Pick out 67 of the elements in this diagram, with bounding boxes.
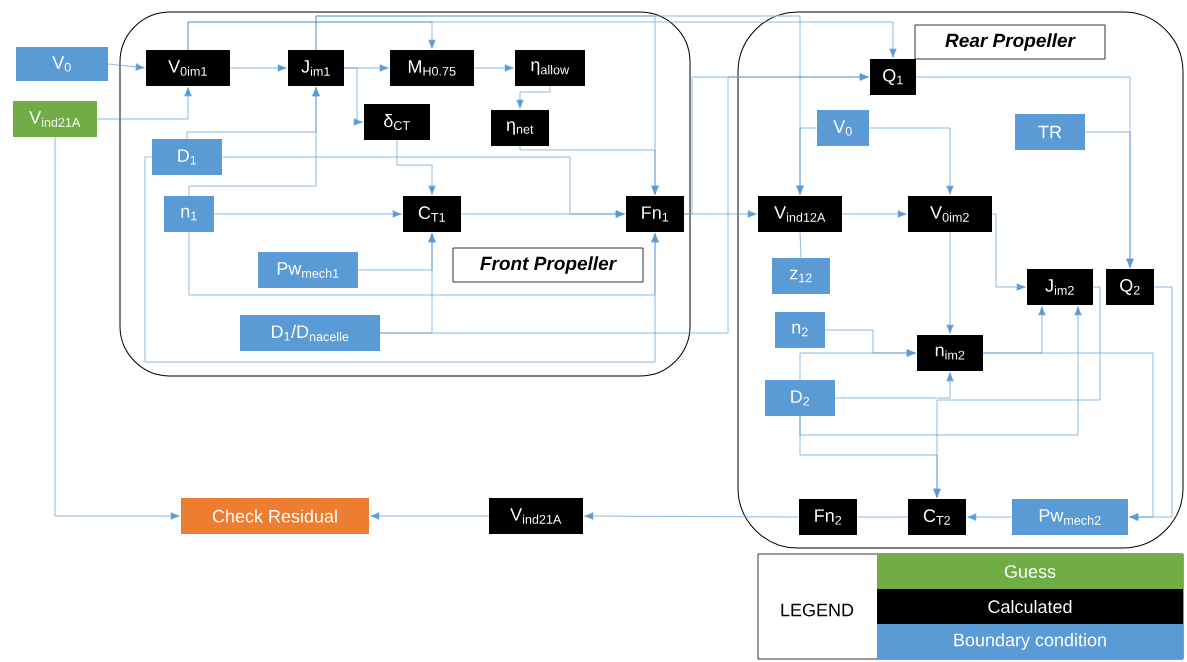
variable-box: Fn$_{1}$ [626, 196, 684, 232]
arrow [213, 210, 402, 218]
variable-box: η$_{net}$ [491, 110, 549, 146]
arrow [841, 210, 907, 218]
variable-box: V$_{0}$ [817, 110, 869, 146]
variable-box: M$_{H0.75}$ [390, 50, 474, 86]
arrow [516, 85, 551, 109]
arrow [187, 21, 897, 58]
variable-box: Q$_{2}$ [1106, 269, 1154, 305]
variable-box: Pw$_{mech2}$ [1012, 499, 1128, 535]
variable-box: Q$_{1}$ [870, 59, 916, 95]
variable-box: C$_{T2}$ [908, 499, 966, 535]
variable-box: V$_{0im2}$ [908, 196, 992, 232]
legend-label: Guess [1004, 565, 1056, 578]
variable-box: TR [1015, 114, 1085, 150]
arrow [1084, 131, 1134, 268]
legend-label: Boundary condition [954, 633, 1106, 650]
arrow [343, 67, 363, 126]
arrow [188, 87, 320, 197]
arrow [144, 156, 659, 363]
variable-box: δ$_{CT}$ [364, 104, 430, 140]
variable-box: n$_{im2}$ [917, 335, 983, 371]
variable-box: V$_{0im1}$ [146, 50, 230, 86]
arrow [799, 349, 916, 381]
arrow [683, 210, 757, 218]
arrow [96, 87, 192, 120]
variable-box: V$_{ind12A}$ [758, 196, 842, 232]
variable-box: J$_{im2}$ [1027, 269, 1093, 305]
connector-line [856, 516, 909, 518]
arrow [396, 139, 436, 195]
legend-label: Calculated [988, 599, 1072, 614]
variable-box: J$_{im1}$ [288, 50, 344, 86]
variable-box: Pw$_{mech1}$ [258, 252, 358, 288]
arrow [796, 127, 818, 195]
arrow [460, 210, 625, 218]
variable-box: n$_{1}$ [164, 196, 214, 232]
arrow [519, 145, 659, 195]
connector-line [799, 231, 802, 259]
arrow [799, 306, 1082, 436]
variable-box: Fn$_{2}$ [799, 499, 857, 535]
variable-box: η$_{allow}$ [515, 50, 585, 86]
variable-box: D$_{1}$ [152, 139, 222, 175]
arrow [107, 63, 145, 71]
variable-box: D$_{2}$ [765, 380, 835, 416]
arrow [584, 512, 800, 520]
arrow [54, 136, 180, 520]
arrow [370, 512, 490, 520]
variable-box: D$_{1}$/D$_{nacelle}$ [240, 315, 380, 351]
arrow [991, 213, 1026, 291]
variable-box: V$_{0}$ [16, 47, 108, 81]
arrow [834, 372, 954, 399]
arrow [473, 64, 514, 72]
arrow [229, 64, 287, 72]
variable-box: Check Residual [181, 498, 369, 534]
variable-box: n$_{2}$ [775, 312, 825, 348]
variable-box: V$_{ind21A}$ [13, 101, 97, 137]
variable-box: z$_{12}$ [772, 258, 830, 294]
arrow [1129, 286, 1173, 521]
arrow [946, 231, 954, 334]
region-title: Front Propeller [452, 247, 644, 283]
legend-title: LEGEND [781, 603, 854, 617]
variable-box: V$_{ind21A}$ [489, 498, 583, 534]
arrow [868, 127, 954, 195]
arrow [967, 513, 1013, 521]
variable-box: C$_{T1}$ [403, 196, 461, 232]
region-title: Rear Propeller [914, 24, 1106, 60]
arrow [933, 286, 1101, 498]
